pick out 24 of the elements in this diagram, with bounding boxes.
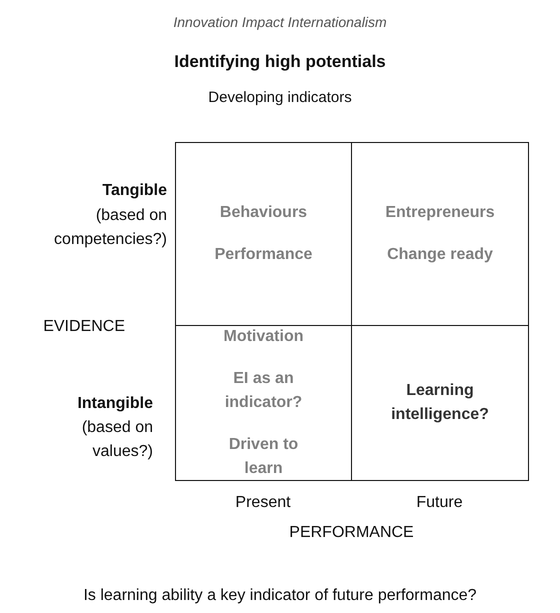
axis-category: Present (234, 493, 292, 513)
matrix-quadrant (351, 142, 529, 326)
axis-note: (based on competencies?) (53, 206, 167, 250)
quadrant-text: Motivation (224, 327, 304, 347)
quadrant-text: Learning intelligence? (390, 381, 490, 425)
quadrant-text: Driven to learn (228, 435, 300, 479)
matrix-quadrant (175, 142, 352, 326)
axis-title: PERFORMANCE (288, 523, 415, 543)
quadrant-text: Change ready (387, 245, 493, 265)
tagline: Innovation Impact Internationalism (172, 13, 388, 32)
axis-title: EVIDENCE (42, 317, 125, 337)
axis-category: Future (415, 493, 464, 513)
quadrant-text: EI as an indicator? (224, 369, 304, 413)
axis-note: (based on values?) (80, 418, 153, 462)
matrix-quadrant (351, 325, 529, 481)
axis-category: Intangible (76, 394, 153, 414)
caption: Is learning ability a key indicator of future performance? (82, 586, 478, 606)
axis-category: Tangible (101, 181, 167, 201)
quadrant-text: Performance (214, 245, 312, 265)
matrix-quadrant (175, 325, 352, 481)
quadrant-text: Behaviours (220, 203, 308, 223)
quadrant-text: Entrepreneurs (385, 203, 495, 223)
title: Identifying high potentials (173, 51, 387, 73)
subtitle: Developing indicators (207, 88, 353, 108)
